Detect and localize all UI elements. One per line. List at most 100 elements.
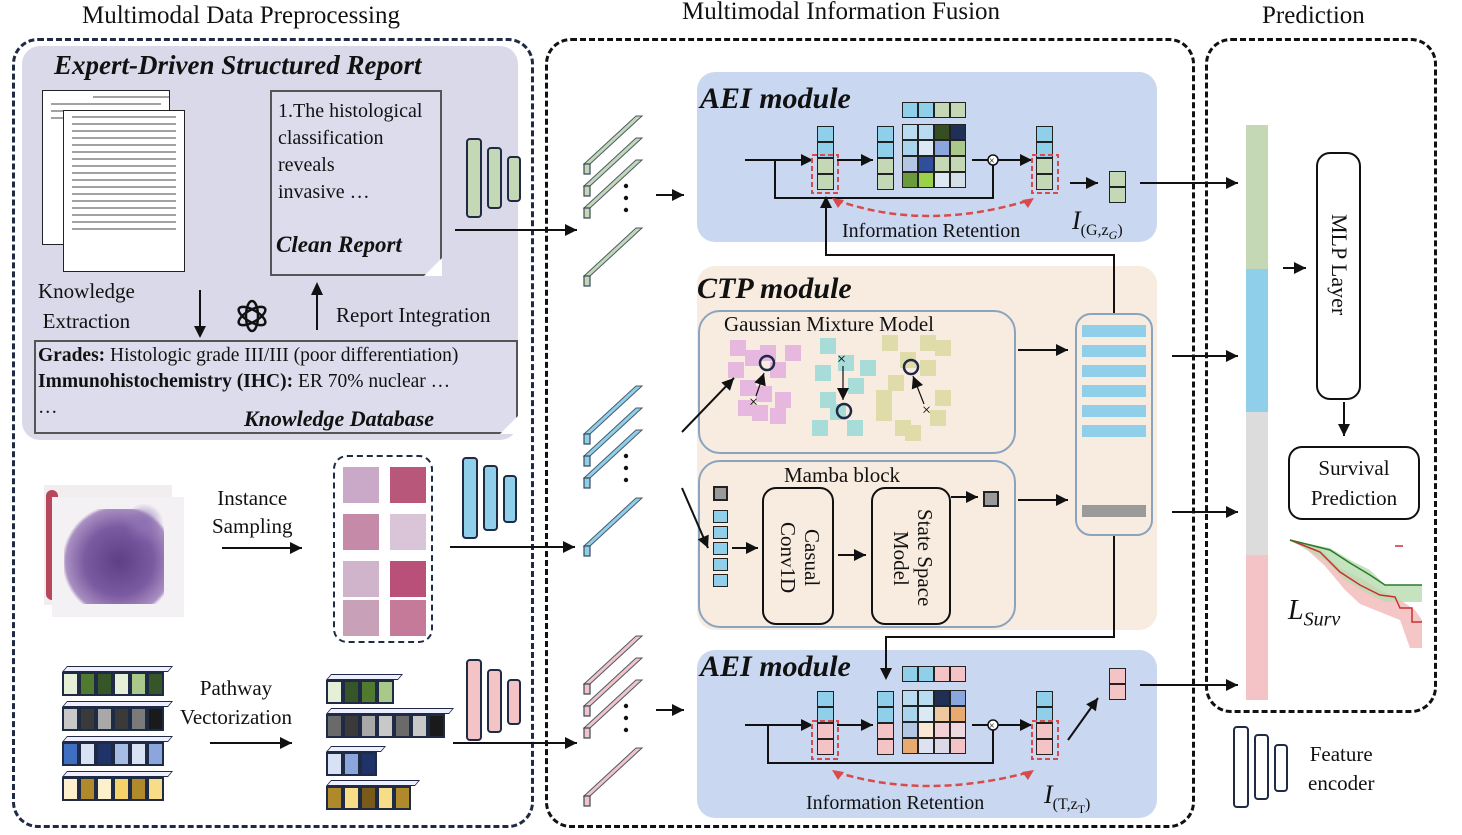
survival-prediction-line: Prediction [1310,486,1398,510]
multiply-icon [987,154,999,166]
aei-top-header-row [934,102,950,118]
ellipsis-dot [623,465,629,471]
aei-bottom-output-vector [1036,707,1053,723]
aei-bottom-final-vector [1109,684,1126,700]
preprocessing-section-box [12,38,534,828]
pathway-cube [360,752,377,776]
aei-top-attention-cell [934,124,950,140]
mamba-tokens-to-conv-arrow-head [746,542,758,554]
gmm-point-cluster-1 [785,345,801,361]
ellipsis-dot [623,727,629,733]
gene-cube [62,742,79,766]
prediction-section-box [1205,38,1437,713]
text-embedding-stick [582,227,644,277]
aei-bottom-qk-arrow-head [861,719,873,731]
tissue-patch [343,600,379,636]
retention-arrowhead [1022,198,1034,208]
aei-bottom-input-vector [817,739,834,755]
path-encoder-bar-3 [503,475,517,523]
aei-top-attention-cell [934,156,950,172]
gene-cube [79,742,96,766]
gmm-point-cluster-3 [876,405,892,421]
pathway-label-line: Vectorization [180,705,292,729]
gene-cube [113,742,130,766]
tissue-patch [343,514,379,550]
aei-top-output-close: ) [1117,222,1123,240]
gmm-point-cluster-1 [738,400,754,416]
gmm-point-cluster-1 [775,392,791,408]
ctp-to-aei-top-head [820,196,832,208]
legend-encoder-bar-3 [1274,744,1288,792]
path-embedding-stick-end [583,477,591,489]
gmm-point-cluster-1 [756,386,772,402]
gene-cube [147,777,164,801]
aei-bottom-attention-cell [902,690,918,706]
instance-sampling-arrow-head [290,542,302,554]
aei-bottom-attention-cell [934,738,950,754]
gene-cube [130,777,147,801]
information-retention-arc-top [835,198,1031,218]
gene-cube [96,707,113,731]
aei-bottom-output-label: I(T,zT) [1044,780,1090,817]
aei-bottom-final-vector [1109,668,1126,684]
ellipsis-dot [623,477,629,483]
fused-vector-segment-genomic [1246,555,1268,700]
retention-box-in [811,720,839,760]
ctp-to-fused-arrow-head [1226,350,1238,362]
pathway-label-line: Pathway [199,676,273,700]
genomic-to-fusion-arrow-head [565,737,577,749]
pathway-cube [326,680,343,704]
aei-bottom-to-fused-arrow-head [1226,679,1238,691]
legend-encoder-bar-1 [1233,726,1249,808]
genomic-sticks-to-aei-arrow-head [672,704,684,716]
aei-bottom-attention-cell [902,722,918,738]
gmm-point-cluster-3 [935,390,951,406]
mamba-token [713,558,728,571]
fused-vector-segment-global [1246,412,1268,555]
ellipsis-dot [623,207,629,213]
aei-bottom-header-row [918,666,934,682]
aei-bottom-attention-cell [950,706,966,722]
aei-bottom-attention-cell [902,738,918,754]
aei-bottom-output-symbol: I [1044,780,1053,809]
instance-sampling-label: Instance Sampling [212,484,293,540]
aei-top-input-vector [817,174,834,190]
multiply-glyph: × [989,721,995,732]
aei-bottom-information-retention: Information Retention [806,792,985,814]
kdb-ellipsis: … [38,397,58,418]
gmm-point-cluster-2 [848,378,864,394]
aei-bottom-output-vector [1036,723,1053,739]
pathway-cube [377,714,394,738]
retention-arrowhead [832,770,844,780]
text-encoder-bar-2 [487,147,502,209]
mamba-global-token-out [983,491,999,507]
aei-bottom-out-arrow-head [1086,698,1098,712]
aei-top-attention-cell [918,156,934,172]
text-encoder-bar-3 [507,156,521,202]
path-embedding-stick [582,497,644,547]
pathway-cube [343,752,360,776]
gmm-point-cluster-3 [935,340,951,356]
gmm-update-arrow-head [837,388,849,400]
aei-top-information-retention: Information Retention [842,220,1021,242]
km-curve-high-risk [1289,539,1422,623]
aei-top-attention-cell [950,140,966,156]
pathway-cube [343,786,360,810]
aei-top-mult-arrow-head [1020,154,1032,166]
aei-top-output-label: I(G,zG) [1072,206,1123,243]
ellipsis-dot [623,703,629,709]
path-embedding-stick-end [583,545,591,557]
clean-report-line: reveals [278,154,335,176]
gmm-update-arrow-head [754,373,766,387]
tissue-patch [343,467,379,503]
gmm-point-cluster-2 [812,420,828,436]
pathway-vectorization-arrow-head [280,737,292,749]
gmm-point-cluster-3 [876,390,892,406]
aei-bottom-output-close: ) [1085,796,1091,814]
aei-bottom-in-arrow-head [801,719,813,731]
fused-to-mlp-arrow-head [1294,262,1306,274]
mlp-layer-label: MLP Layer [1327,214,1352,316]
gene-cube [147,707,164,731]
aei-bottom-skip-line [767,725,994,764]
gmm-point-cluster-3 [920,335,936,351]
